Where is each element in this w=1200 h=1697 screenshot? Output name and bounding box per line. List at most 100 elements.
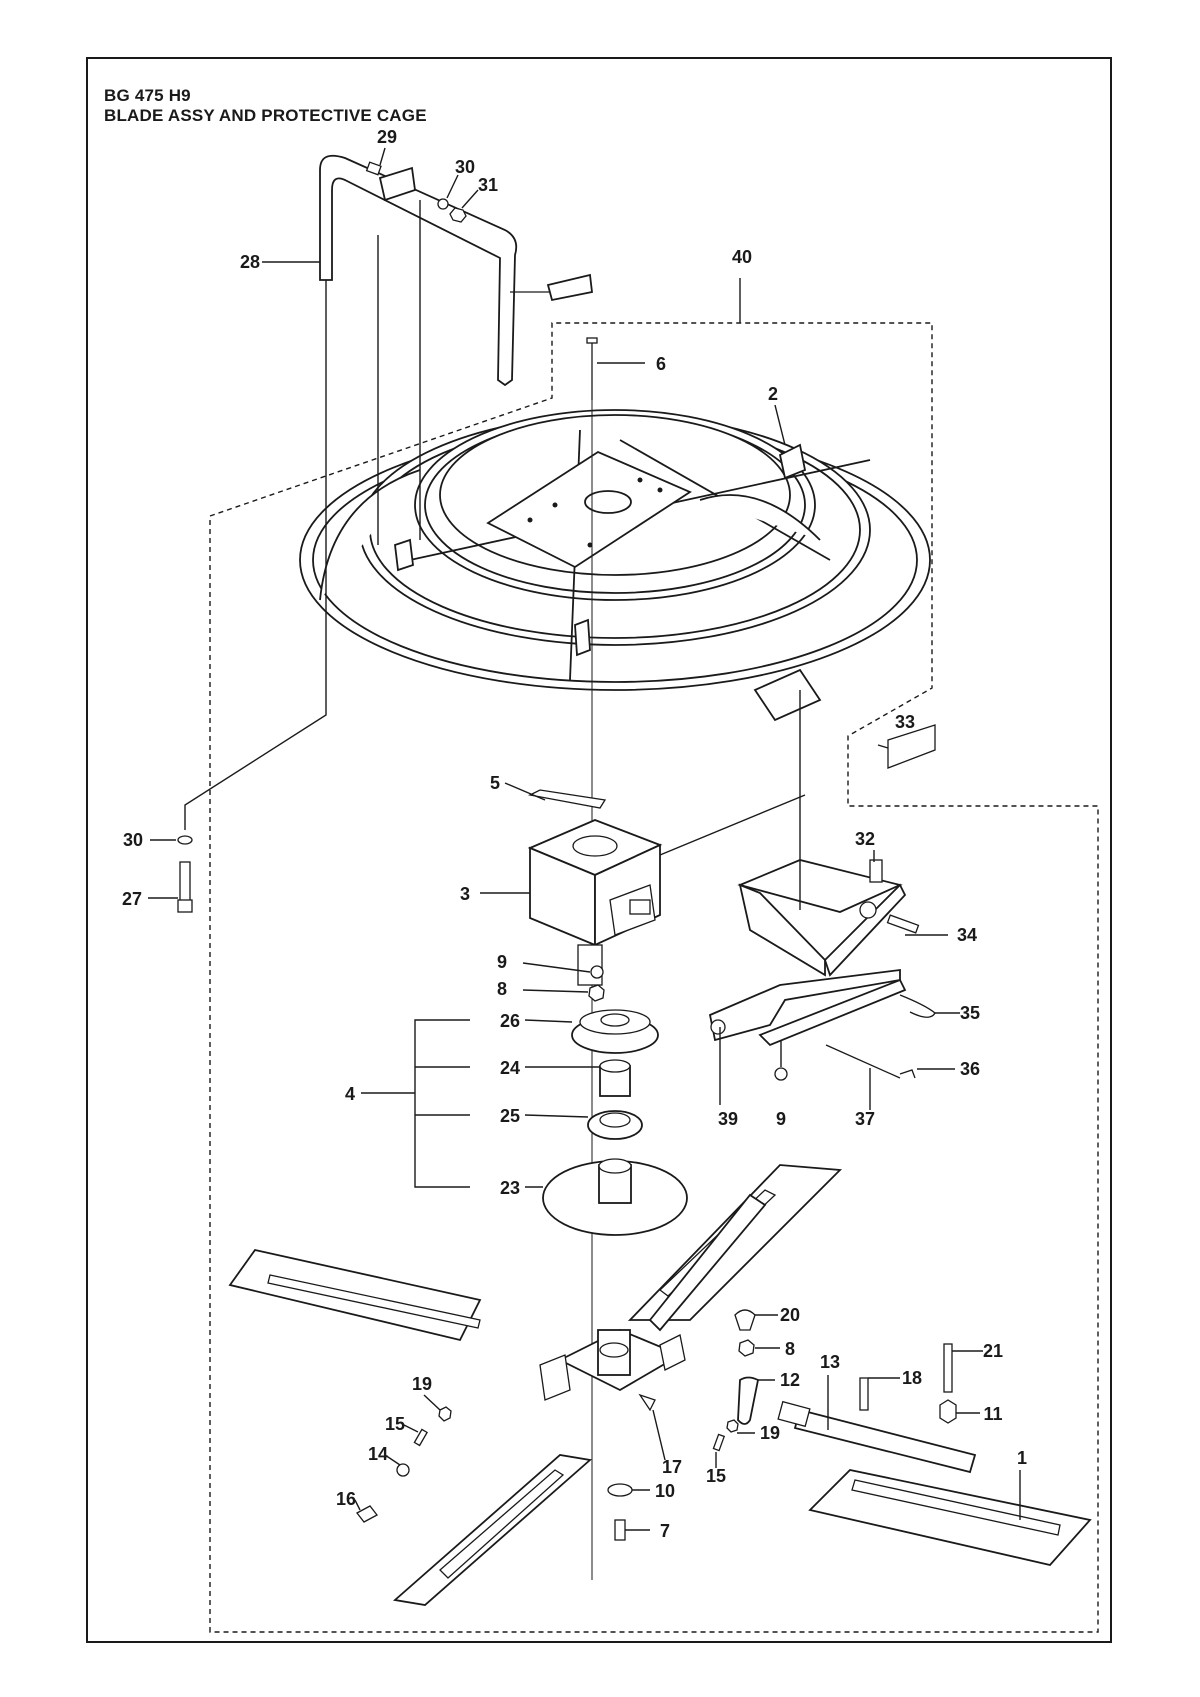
callout-23: 23 [500,1178,520,1198]
screw-15b [712,1433,726,1452]
lever-12 [737,1376,760,1425]
bracket-32 [737,859,907,977]
callout-12: 12 [780,1370,800,1390]
cage-handle-28 [319,154,593,387]
callout-29: 29 [377,127,397,147]
bolt-27 [177,861,193,913]
protective-cage [299,409,931,722]
callout-11: 11 [983,1404,1002,1424]
blade-lower-left [392,1454,593,1606]
callout-14: 14 [368,1444,388,1464]
button-20 [734,1309,756,1331]
callout-19a: 19 [412,1374,432,1394]
callout-31: 31 [478,175,498,195]
callout-2: 2 [768,384,778,404]
callout-36: 36 [960,1059,980,1079]
link-gearbox-32 [659,794,806,856]
leader-2 [774,404,786,446]
lever-39 [708,968,907,1047]
bolt-7 [614,1519,626,1541]
callout-3: 3 [460,884,470,904]
callout-26: 26 [500,1011,520,1031]
washer-9b [774,1067,788,1081]
nut-8 [588,984,605,1002]
blade-lower-right [808,1469,1092,1566]
callout-30a: 30 [455,157,475,177]
bolt-18 [859,1377,869,1411]
nut-31 [449,207,467,223]
leader-25 [524,1114,589,1118]
model-title: BG 475 H9 [104,86,191,105]
callout-16: 16 [336,1489,356,1509]
leader-31 [461,189,479,209]
leader-26 [524,1019,573,1023]
arm-shaft-upper [648,1193,767,1332]
callout-6: 6 [656,354,666,374]
tab-17 [638,1393,656,1412]
callout-9b: 9 [776,1109,786,1129]
leader-19a [423,1394,441,1411]
leader-33 [877,744,889,749]
spider-hub [539,1329,686,1401]
callout-30b: 30 [123,830,143,850]
leader-9 [522,962,591,973]
callout-25: 25 [500,1106,520,1126]
leader-15a [403,1424,419,1433]
callout-34: 34 [957,925,977,945]
bolt-6 [586,337,598,400]
hub-bearing-26 [571,1009,659,1054]
callout-19b: 19 [760,1423,780,1443]
callout-10: 10 [655,1481,675,1501]
leader-30 [446,174,459,199]
leader-29 [379,147,386,166]
clip-35 [899,994,936,1018]
callout-8a: 8 [497,979,507,999]
nut-19a [438,1406,452,1422]
leader-5 [504,782,546,801]
callout-32: 32 [855,829,875,849]
gearbox-3 [527,819,663,986]
pin-37 [825,1044,901,1079]
leader-14 [384,1454,401,1466]
callout-37: 37 [855,1109,875,1129]
drive-disc-23 [542,1158,688,1236]
callout-35: 35 [960,1003,980,1023]
leader-17 [652,1409,666,1461]
bushing-24 [599,1059,631,1097]
callout-24: 24 [500,1058,520,1078]
callout-9a: 9 [497,952,507,972]
cover-plate-33 [887,724,936,769]
leader-16 [354,1499,361,1511]
blade-upper-left [228,1248,482,1342]
nut-8b [738,1339,755,1357]
callout-39: 39 [718,1109,738,1129]
callout-28: 28 [240,252,260,272]
bracket-4 [414,1019,470,1188]
spring-pin-36 [899,1069,916,1079]
nut-11 [939,1399,957,1424]
washer-10 [607,1483,633,1497]
leader-28-down [184,280,327,830]
callout-15a: 15 [385,1414,405,1434]
callout-17: 17 [662,1457,682,1477]
callout-7: 7 [660,1521,670,1541]
drawing-frame [86,57,1112,1643]
page-title: BLADE ASSY AND PROTECTIVE CAGE [104,106,427,125]
callout-20: 20 [780,1305,800,1325]
callout-27: 27 [122,889,142,909]
assembly-boundary-40 [209,322,1099,1633]
screw-15a [413,1428,428,1447]
callout-1: 1 [1017,1448,1027,1468]
callout-5: 5 [490,773,500,793]
bearing-25 [587,1110,643,1140]
washer-30-lower [177,835,193,845]
nut-19b [726,1419,739,1433]
callout-8b: 8 [785,1339,795,1359]
callout-33: 33 [895,712,915,732]
bolt-34 [886,914,920,934]
callout-13: 13 [820,1352,840,1372]
plate-5 [527,789,607,809]
bolt-21 [943,1343,953,1393]
callout-18: 18 [902,1368,922,1388]
grease-nipple-16 [356,1505,378,1523]
